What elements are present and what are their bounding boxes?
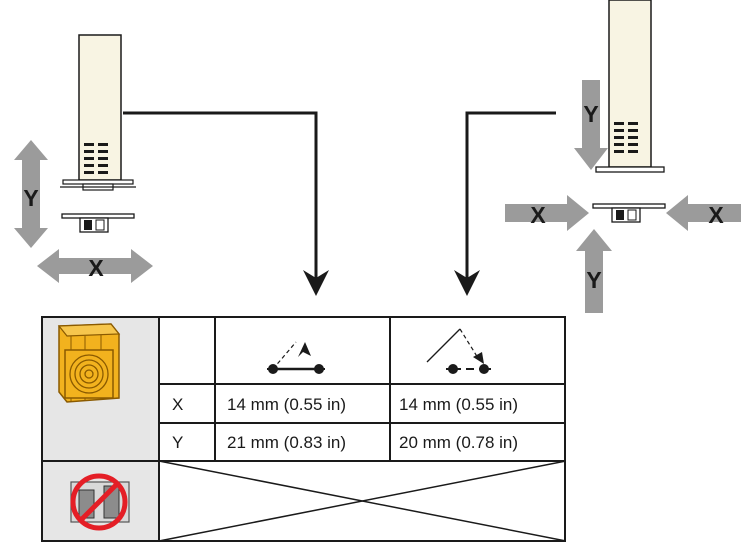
left-column [60, 34, 136, 191]
right-column [595, 0, 665, 173]
right-x-label-right: X [708, 202, 724, 228]
row-y-value-2: 20 mm (0.78 in) [399, 433, 519, 452]
lever-rise-icon [267, 341, 325, 374]
left-y-arrow [14, 140, 48, 248]
right-connector-line [465, 111, 556, 280]
left-connector-line [123, 111, 318, 280]
row-y-axis-label: Y [172, 433, 184, 452]
right-x-arrow-left [666, 195, 741, 231]
row-x-value-2: 14 mm (0.55 in) [399, 395, 519, 414]
left-bracket [61, 213, 135, 233]
tolerance-table: X 14 mm (0.55 in) 14 mm (0.55 in) Y 21 m… [41, 316, 566, 542]
right-y-arrow-up [576, 229, 612, 313]
right-x-label-left: X [530, 202, 546, 228]
row-x-value-1: 14 mm (0.55 in) [227, 395, 347, 414]
prohibited-icon [70, 473, 130, 531]
right-y-label-top: Y [583, 101, 598, 127]
right-x-arrow-right [505, 195, 589, 231]
left-connector-arrowhead [303, 270, 329, 296]
left-x-label: X [88, 255, 104, 281]
installation-diagram: Y X Y X X Y [14, 0, 741, 313]
lever-drop-icon [426, 328, 491, 374]
row-y-value-1: 21 mm (0.83 in) [227, 433, 347, 452]
left-y-label: Y [23, 185, 38, 211]
right-bracket [592, 203, 666, 223]
right-y-label-bottom: Y [586, 267, 601, 293]
row-x-axis-label: X [172, 395, 184, 414]
left-x-arrow [37, 249, 153, 283]
wood-block-icon [57, 323, 121, 403]
right-connector-arrowhead [454, 270, 480, 296]
right-y-arrow-down [574, 80, 608, 170]
